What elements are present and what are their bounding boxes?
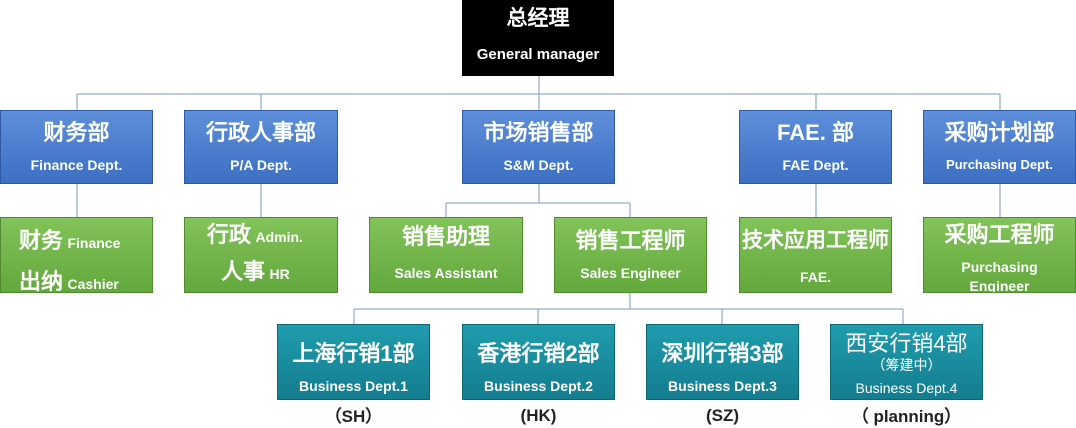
fae-engineer-zh: 技术应用工程师 <box>742 229 889 252</box>
branch-sh-code: （SH） <box>324 407 383 426</box>
admin-role-line: 行政 Admin. <box>207 222 337 253</box>
branch-hk-zh: 香港行销2部 <box>477 341 600 366</box>
branch-sz-zh: 深圳行销3部 <box>661 341 784 366</box>
dept-finance-en: Finance Dept. <box>30 157 123 173</box>
hr-role-zh: 人事 <box>221 259 266 284</box>
branch-xa-en: Business Dept.4 <box>855 380 958 396</box>
dept-sm-en: S&M Dept. <box>503 157 574 173</box>
purchasing-engineer-en: Purchasing Engineer <box>961 259 1038 293</box>
purchasing-engineer-box: 采购工程师 Purchasing Engineer <box>923 217 1076 293</box>
dept-purchasing-en: Purchasing Dept. <box>946 157 1053 172</box>
dept-pa-box: 行政人事部 P/A Dept. <box>184 110 338 184</box>
branch-xa-box: 西安行销4部 （筹建中） Business Dept.4 <box>830 324 983 400</box>
sales-assistant-en: Sales Assistant <box>394 265 498 281</box>
branch-xa-status: （筹建中） <box>871 357 942 373</box>
dept-purchasing-box: 采购计划部 Purchasing Dept. <box>923 110 1076 184</box>
cashier-role-en: Cashier <box>67 276 119 292</box>
branch-sh-box: 上海行销1部 Business Dept.1 <box>277 324 430 400</box>
cashier-role-line: 出纳 Cashier <box>19 269 152 293</box>
dept-finance-zh: 财务部 <box>43 120 110 145</box>
dept-finance-box: 财务部 Finance Dept. <box>0 110 153 184</box>
branch-sz-box: 深圳行销3部 Business Dept.3 <box>646 324 799 400</box>
cashier-role-zh: 出纳 <box>19 269 64 293</box>
dept-fae-zh: FAE. 部 <box>776 120 854 145</box>
fae-engineer-en: FAE. <box>799 269 832 285</box>
general-manager-box: 总经理 General manager <box>462 0 614 76</box>
purchasing-engineer-zh: 采购工程师 <box>944 222 1055 247</box>
branch-sz-en: Business Dept.3 <box>668 378 777 394</box>
branch-sz-code: (SZ) <box>705 406 740 425</box>
dept-fae-box: FAE. 部 FAE Dept. <box>739 110 892 184</box>
dept-sm-box: 市场销售部 S&M Dept. <box>462 110 615 184</box>
sales-engineer-box: 销售工程师 Sales Engineer <box>554 217 707 293</box>
admin-role-zh: 行政 <box>207 222 252 247</box>
finance-role-en: Finance <box>67 235 121 251</box>
sales-engineer-en: Sales Engineer <box>580 265 681 281</box>
branch-xa-zh: 西安行销4部 <box>845 331 968 356</box>
branch-xa-code: （ planning） <box>851 407 962 426</box>
general-manager-title-en: General manager <box>476 46 600 63</box>
finance-role-line: 财务 Finance <box>19 228 152 259</box>
admin-roles-box: 行政 Admin. 人事 HR <box>184 217 338 293</box>
sales-assistant-box: 销售助理 Sales Assistant <box>369 217 523 293</box>
finance-roles-box: 财务 Finance 出纳 Cashier <box>0 217 153 293</box>
dept-pa-en: P/A Dept. <box>230 157 292 173</box>
branch-sh-zh: 上海行销1部 <box>292 341 415 366</box>
branch-hk-en: Business Dept.2 <box>484 378 593 394</box>
dept-fae-en: FAE Dept. <box>782 157 849 173</box>
dept-sm-zh: 市场销售部 <box>483 120 594 145</box>
finance-role-zh: 财务 <box>19 228 64 253</box>
sales-engineer-zh: 销售工程师 <box>575 228 686 253</box>
branch-sh-en: Business Dept.1 <box>299 378 408 394</box>
dept-pa-zh: 行政人事部 <box>205 120 316 145</box>
branch-hk-box: 香港行销2部 Business Dept.2 <box>462 324 615 400</box>
admin-role-en: Admin. <box>255 229 303 245</box>
fae-engineer-box: 技术应用工程师 FAE. <box>739 217 892 293</box>
general-manager-title-zh: 总经理 <box>506 7 570 30</box>
sales-assistant-zh: 销售助理 <box>401 224 490 249</box>
hr-role-line: 人事 HR <box>207 259 337 290</box>
hr-role-en: HR <box>269 266 290 282</box>
branch-hk-code: (HK) <box>520 406 557 425</box>
dept-purchasing-zh: 采购计划部 <box>944 120 1055 145</box>
